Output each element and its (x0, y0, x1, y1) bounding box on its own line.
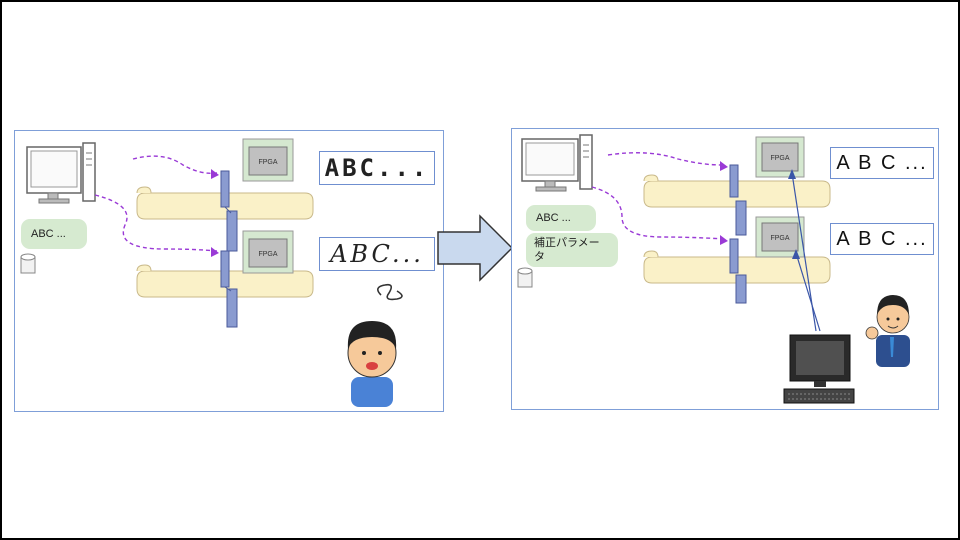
output-text-box-top: ABC... (319, 151, 435, 185)
desktop-computer-icon (521, 134, 593, 192)
data-bubble: ABC ... (526, 205, 596, 231)
computer-terminal-icon (789, 334, 851, 387)
confident-man-icon (865, 295, 910, 367)
left-panel: FPGA FPGA (14, 130, 444, 412)
block-arrow-right-icon (437, 214, 514, 282)
output-text-box-top: A B C ... (830, 147, 934, 179)
fpga-label: FPGA (770, 235, 789, 242)
bubble-text: ABC ... (536, 212, 571, 224)
italic-output-text: ABC... (330, 240, 424, 268)
print-head-icon (220, 170, 238, 328)
correction-parameter-bubble: 補正パラメータ (526, 233, 618, 267)
right-panel: FPGA FPGA (511, 128, 939, 410)
print-head-icon (729, 164, 747, 304)
database-cylinder-icon (20, 253, 36, 274)
fpga-label: FPGA (258, 251, 277, 258)
fpga-box-top: FPGA (242, 138, 294, 182)
worried-man-icon (347, 283, 403, 407)
data-bubble: ABC ... (21, 219, 87, 249)
output-text-box-bottom: A B C ... (830, 223, 934, 255)
correction-parameter-text: 補正パラメータ (534, 237, 600, 263)
desktop-computer-icon (26, 142, 96, 204)
left-panel-drawing: FPGA FPGA (20, 138, 403, 407)
database-cylinder-icon (517, 267, 533, 288)
fpga-label: FPGA (770, 155, 789, 162)
terminal-connection-line (791, 172, 821, 332)
bubble-text: ABC ... (31, 228, 66, 240)
fpga-box-top: FPGA (755, 136, 805, 178)
data-flow-arrow (94, 155, 218, 252)
keyboard-icon (783, 388, 855, 404)
corrected-output-text: A B C ... (836, 227, 928, 250)
distorted-output-text: ABC... (324, 154, 430, 182)
right-panel-drawing: FPGA FPGA (517, 134, 910, 404)
fpga-label: FPGA (258, 159, 277, 166)
output-text-box-bottom: ABC... (319, 237, 435, 271)
corrected-output-text: A B C ... (836, 151, 928, 174)
data-flow-arrow (591, 152, 725, 240)
fpga-box-bottom: FPGA (242, 230, 294, 274)
